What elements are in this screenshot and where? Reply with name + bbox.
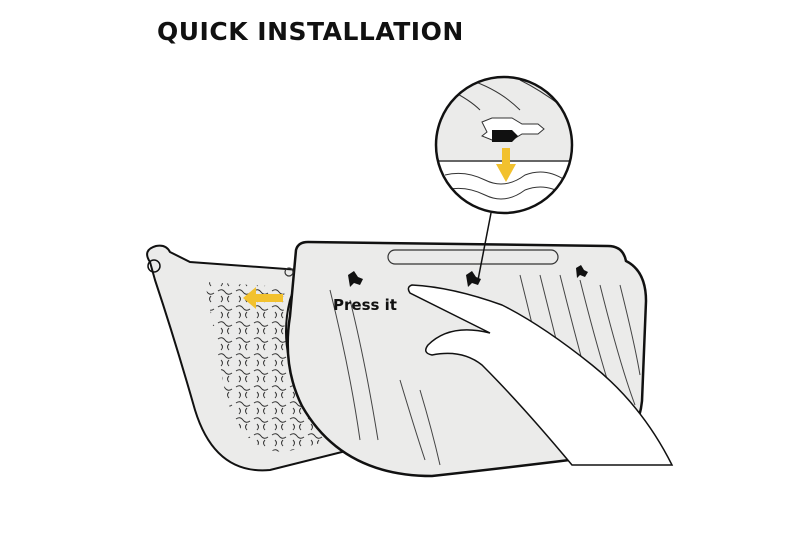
keyhole-icon: [466, 271, 481, 287]
slide-left-arrow-icon: [243, 287, 283, 309]
keyhole-slots: [348, 265, 588, 287]
press-down-arrow-icon: [496, 148, 516, 182]
keyhole-icon: [348, 271, 363, 287]
press-it-label: Press it: [333, 296, 397, 314]
page-title: QUICK INSTALLATION: [157, 17, 464, 46]
keyhole-icon: [576, 265, 588, 278]
detail-magnifier: [434, 75, 574, 215]
hand-icon: [407, 284, 674, 466]
leader-line: [477, 212, 492, 281]
